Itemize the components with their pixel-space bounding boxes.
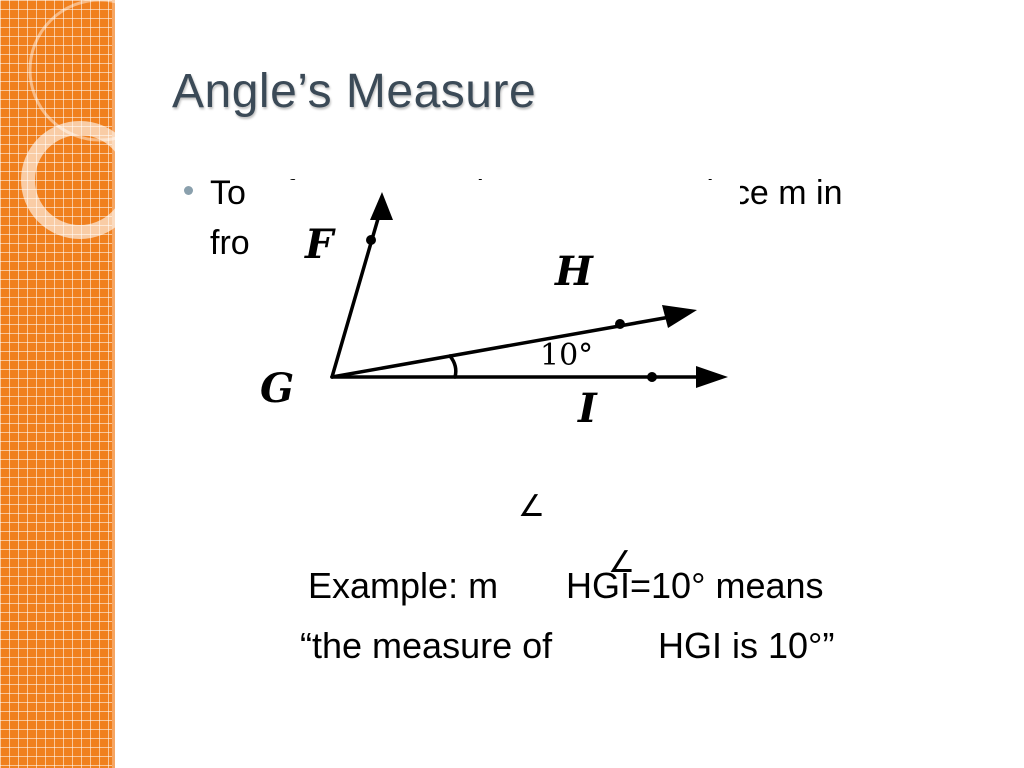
example-line-1-start: Example: m bbox=[308, 565, 499, 606]
example-line-2-end: HGI is 10°” bbox=[658, 625, 835, 666]
strip-edge bbox=[112, 0, 115, 768]
label-i: I bbox=[577, 385, 598, 432]
label-f: F bbox=[304, 221, 336, 268]
arrowhead-h bbox=[662, 305, 697, 328]
arrowhead-i bbox=[696, 366, 728, 388]
slide-title: Angle’s Measure bbox=[172, 65, 537, 118]
arrowhead-f bbox=[370, 192, 393, 220]
ray-gf bbox=[330, 203, 384, 379]
point-f bbox=[366, 235, 376, 245]
decorative-circles bbox=[21, 0, 150, 239]
angle-diagram: F G H I 10° bbox=[250, 180, 740, 435]
point-h bbox=[615, 319, 625, 329]
angle-measure-label: 10° bbox=[540, 338, 593, 373]
bullet-dot bbox=[184, 186, 193, 195]
ray-gh bbox=[330, 315, 672, 379]
point-i bbox=[647, 372, 657, 382]
angle-symbol: ∠ bbox=[608, 545, 635, 580]
angle-symbol: ∠ bbox=[518, 489, 545, 524]
label-g: G bbox=[260, 365, 294, 412]
example-line-1-end: HGI=10° means bbox=[566, 565, 824, 606]
angle-arc bbox=[448, 354, 458, 379]
example-line-2-start: “the measure of bbox=[300, 625, 553, 666]
label-h: H bbox=[554, 248, 594, 295]
